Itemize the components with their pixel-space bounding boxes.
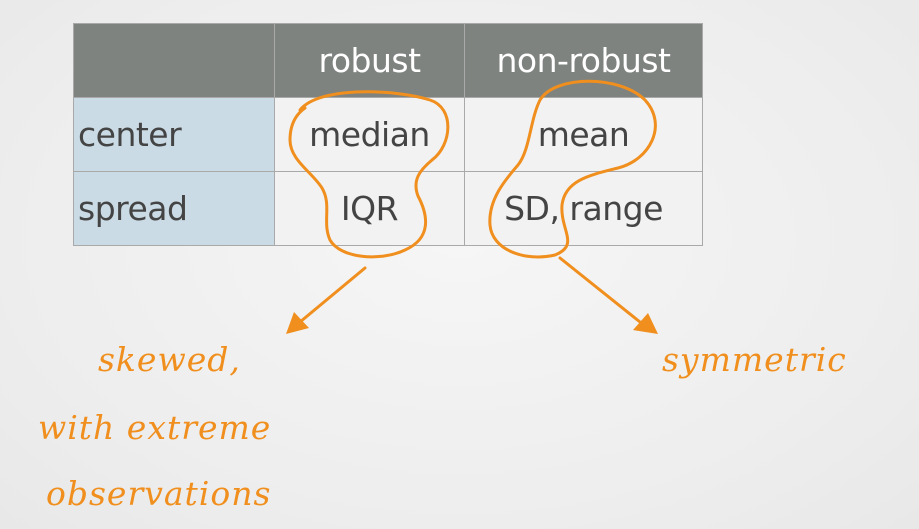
cell-spread-robust: IQR (274, 171, 465, 246)
row-label-center: center (73, 97, 275, 172)
header-blank-cell (73, 23, 275, 98)
arrow-to-symmetric-head (633, 313, 658, 334)
cell-center-non-robust: mean (464, 97, 703, 172)
arrow-to-symmetric-line (558, 256, 642, 324)
robust-statistics-table: robust non-robust center median mean spr… (73, 23, 703, 246)
cell-spread-non-robust: SD, range (464, 171, 703, 246)
annotation-symmetric: symmetric (662, 340, 847, 379)
annotation-skewed-line-2: with extreme (38, 408, 272, 447)
header-robust: robust (274, 23, 465, 98)
annotation-skewed-line-3: observations (46, 474, 272, 513)
table-header-row: robust non-robust (73, 23, 703, 98)
cell-center-robust: median (274, 97, 465, 172)
header-non-robust: non-robust (464, 23, 703, 98)
annotation-skewed-line-1: skewed, (98, 340, 241, 379)
row-label-spread: spread (73, 171, 275, 246)
table-row-spread: spread IQR SD, range (73, 171, 703, 246)
arrow-to-skewed-head (286, 312, 309, 334)
table-row-center: center median mean (73, 97, 703, 172)
arrow-to-skewed-line (298, 266, 367, 324)
